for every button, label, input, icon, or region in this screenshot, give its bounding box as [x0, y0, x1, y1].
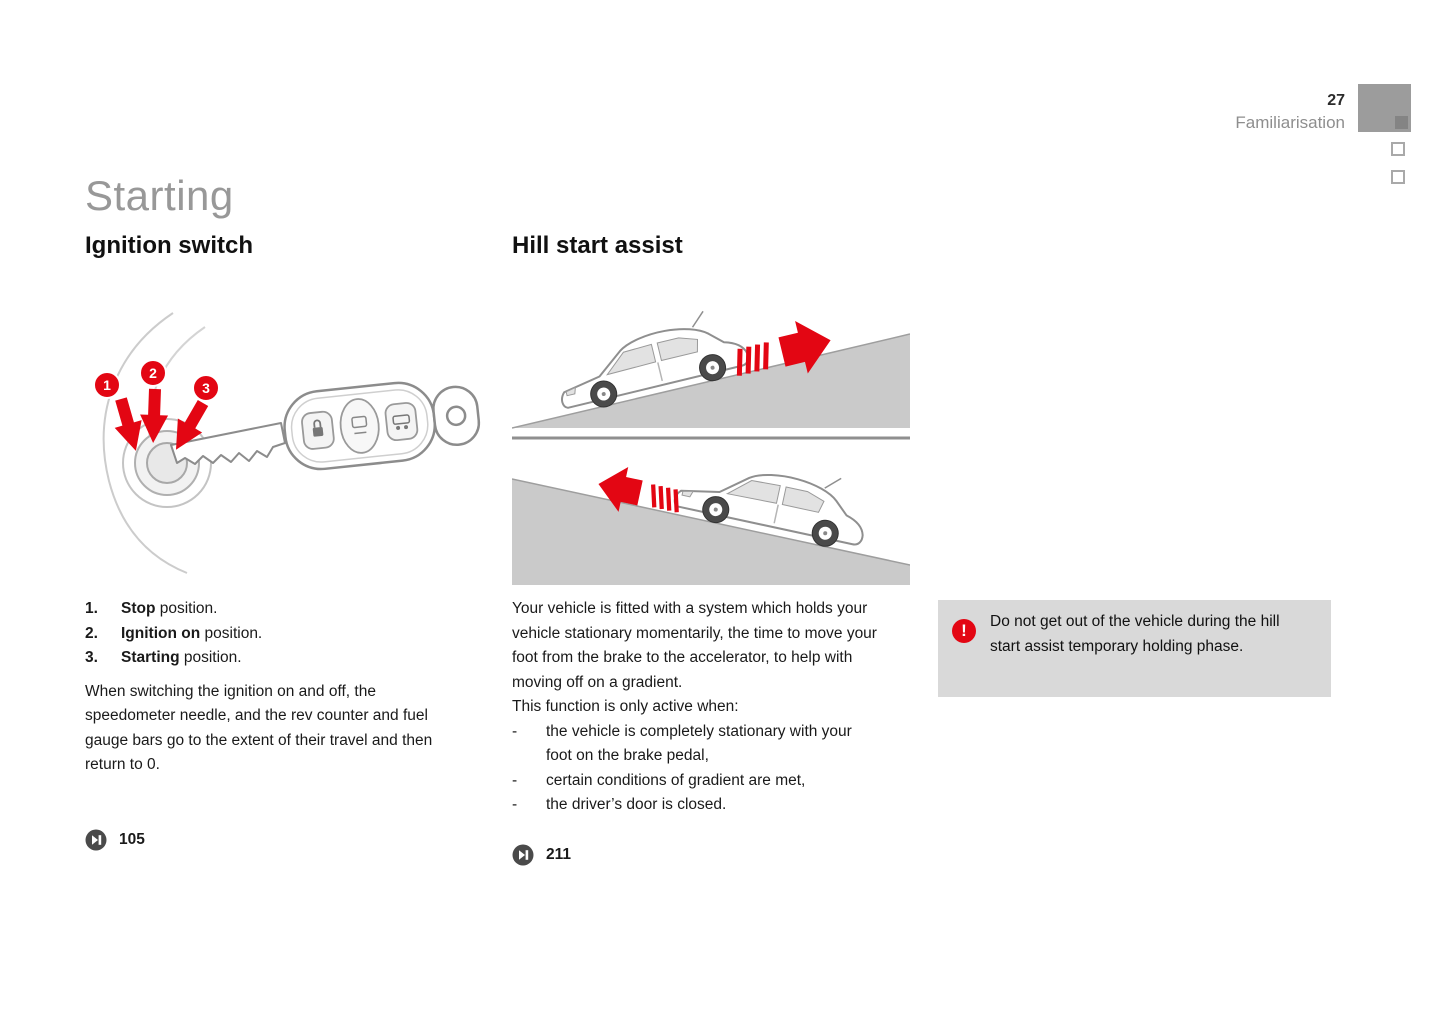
- list-item: 3. Starting position.: [85, 646, 483, 671]
- goto-page-icon: [512, 844, 534, 865]
- hill-start-condition-intro: This function is only active when:: [512, 698, 739, 715]
- page-reference: 211: [512, 844, 910, 866]
- condition-item: - the driver’s door is closed.: [512, 793, 910, 818]
- bullet-dash: -: [512, 771, 518, 789]
- list-item-text: position.: [155, 600, 218, 617]
- list-item-text: position.: [200, 624, 263, 642]
- list-item-term: Stop: [121, 600, 156, 617]
- condition-text: certain conditions of gradient are met,: [546, 771, 806, 789]
- condition-text: the driver’s door is closed.: [546, 796, 727, 813]
- bullet-dash: -: [512, 796, 518, 813]
- page-reference: 105: [85, 829, 483, 851]
- condition-item: - the vehicle is completely stationary w…: [512, 720, 910, 769]
- page-title: Starting: [85, 172, 234, 219]
- uphill-illustration: [512, 302, 910, 440]
- hill-start-uphill-figure: [512, 298, 910, 445]
- goto-page-icon: [85, 829, 107, 850]
- callout-2: 2: [139, 359, 167, 387]
- page-number: 27: [1327, 92, 1345, 109]
- chapter-tab-marker: [1391, 142, 1405, 156]
- reference-page-number: 211: [546, 845, 572, 863]
- callout-1-label: 1: [103, 377, 111, 393]
- ignition-switch-section: Ignition switch: [85, 232, 483, 851]
- warning-box: ! Do not get out of the vehicle during t…: [938, 600, 1331, 697]
- callout-2-label: 2: [149, 365, 157, 381]
- chapter-tab-active: [1358, 84, 1411, 132]
- callout-1: 1: [93, 371, 121, 399]
- hill-start-heading: Hill start assist: [512, 232, 683, 259]
- hill-start-paragraph: Your vehicle is fitted with a system whi…: [512, 600, 877, 691]
- ignition-paragraph: When switching the ignition on and off, …: [85, 682, 433, 774]
- downhill-illustration: [512, 453, 910, 585]
- callout-3: 3: [192, 374, 220, 402]
- hill-start-assist-section: Hill start assist Your vehicle is fitted…: [512, 232, 910, 866]
- list-item: 1. Stop position.: [85, 597, 483, 622]
- list-item-number: 3.: [85, 649, 98, 666]
- chapter-tab-marker: [1391, 170, 1405, 184]
- condition-item: - certain conditions of gradient are met…: [512, 769, 910, 794]
- list-item-number: 2.: [85, 624, 98, 642]
- warning-text: Do not get out of the vehicle during the…: [990, 613, 1280, 655]
- hill-start-conditions: - the vehicle is completely stationary w…: [512, 720, 910, 818]
- warning-icon-glyph: !: [961, 621, 967, 640]
- warning-icon: !: [952, 619, 976, 643]
- hill-start-downhill-figure: [512, 453, 910, 585]
- callout-3-label: 3: [202, 380, 210, 396]
- list-item-number: 1.: [85, 600, 98, 617]
- section-name: Familiarisation: [1235, 113, 1345, 132]
- list-item-term: Starting: [121, 649, 180, 666]
- list-item-text: position.: [179, 649, 242, 666]
- chapter-tab-corner: [1395, 116, 1408, 129]
- ignition-position-list: 1. Stop position. 2. Ignition on positio…: [85, 597, 483, 671]
- bullet-dash: -: [512, 722, 518, 740]
- list-item-term: Ignition on: [121, 624, 201, 642]
- condition-text: the vehicle is completely stationary wit…: [546, 722, 852, 765]
- ignition-key-illustration: 1 2 3: [93, 312, 481, 574]
- ignition-key-figure: 1 2 3: [85, 295, 483, 585]
- ignition-heading: Ignition switch: [85, 232, 253, 259]
- list-item: 2. Ignition on position.: [85, 622, 483, 647]
- reference-page-number: 105: [119, 830, 145, 848]
